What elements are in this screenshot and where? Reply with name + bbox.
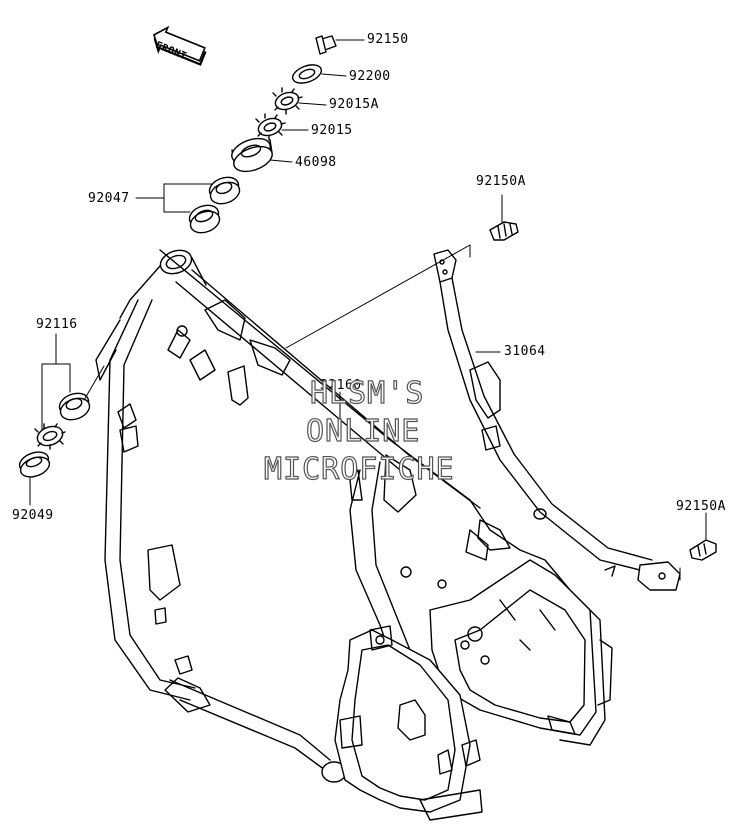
label-92047: 92047: [88, 191, 130, 206]
nut-92015A-icon: [272, 87, 303, 115]
label-92015: 92015: [311, 123, 353, 138]
rear-frame-31064: [433, 249, 681, 591]
label-92015A: 92015A: [329, 97, 379, 112]
watermark-line-2: ONLINE: [305, 413, 421, 449]
bearing-92116-lower-icon: [34, 423, 66, 450]
bearing-92047-upper-icon: [208, 176, 241, 205]
label-92150A-top: 92150A: [476, 174, 526, 189]
bolt-92150A-right-icon: [689, 539, 717, 561]
washer-92200-icon: [291, 64, 323, 84]
label-92150: 92150: [367, 32, 409, 47]
watermark-line-1: HLSM'S: [309, 375, 425, 411]
bearing-92116-upper-icon: [58, 392, 91, 421]
label-32160: 32160: [320, 378, 362, 393]
label-92116: 92116: [36, 317, 78, 332]
main-frame-32160: [95, 249, 616, 821]
leader-lines: [29, 39, 707, 581]
label-92150A-right: 92150A: [676, 499, 726, 514]
label-31064: 31064: [504, 344, 546, 359]
label-46098: 46098: [295, 155, 337, 170]
seal-46098-icon: [231, 137, 273, 173]
label-92049: 92049: [12, 508, 54, 523]
bearing-92047-lower-icon: [188, 204, 221, 234]
bolt-92150A-top-icon: [489, 221, 519, 241]
seal-92049-icon: [18, 451, 51, 478]
front-arrow-icon: [153, 25, 207, 66]
bolt-92150-icon: [315, 35, 337, 55]
watermark-line-3: MICROFICHE: [263, 451, 455, 487]
nut-92015-icon: [255, 113, 286, 141]
label-92200: 92200: [349, 69, 391, 84]
